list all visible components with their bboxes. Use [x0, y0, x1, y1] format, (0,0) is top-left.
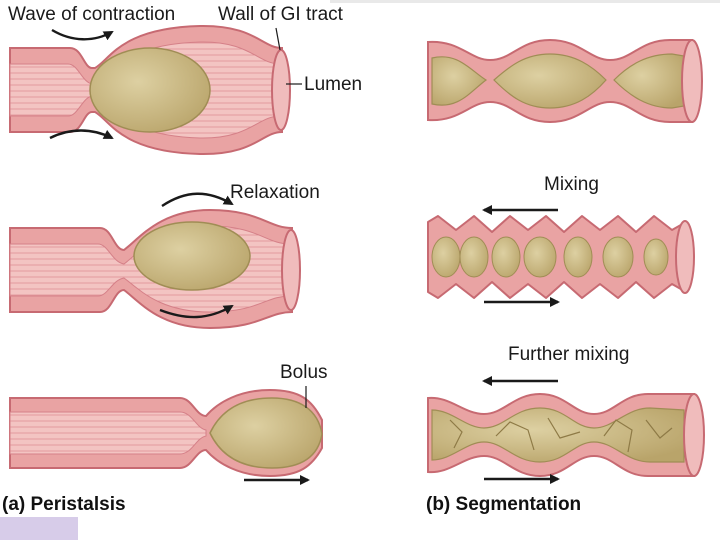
seg-2-bolus-3: [491, 236, 521, 278]
corner-patch: [0, 517, 78, 540]
tube-3-bolus: [209, 397, 323, 469]
seg-2-bolus-1: [431, 236, 461, 278]
seg-3-opening: [683, 393, 705, 477]
top-edge-strip: [330, 0, 720, 3]
tube-1-opening: [271, 49, 291, 131]
seg-3-cracks: [449, 417, 673, 453]
peristalsis-tube-1: [9, 24, 291, 156]
tube-2-opening: [281, 229, 301, 311]
label-further-mixing: Further mixing: [508, 344, 630, 365]
leader-lines: [275, 27, 307, 408]
arrow-wave-bottom: [49, 129, 114, 140]
label-relaxation: Relaxation: [230, 182, 320, 203]
label-lumen: Lumen: [304, 74, 363, 95]
peristalsis-tube-3: [9, 388, 323, 478]
peristalsis-tube-2: [9, 208, 301, 330]
segmentation-tube-1: [427, 38, 703, 124]
label-wall-of-gi-tract: Wall of GI tract: [218, 4, 343, 25]
seg-1-bolus-b: [493, 53, 607, 109]
arrow-relax-top: [161, 192, 234, 207]
arrows: [49, 28, 560, 485]
seg-2-bolus-2: [459, 236, 489, 278]
seg-2-opening: [675, 220, 695, 294]
seg-2-bolus-6: [602, 236, 634, 278]
seg-1-opening: [681, 39, 703, 123]
segmentation-tube-3: [427, 392, 705, 478]
tube-1-bolus: [89, 47, 211, 133]
caption-peristalsis: (a) Peristalsis: [2, 494, 126, 515]
arrow-wave-top: [51, 28, 114, 41]
seg-2-bolus-7: [643, 238, 669, 276]
label-wave-of-contraction: Wave of contraction: [8, 4, 176, 25]
segmentation-tube-2: [427, 215, 695, 299]
leader-wall: [275, 27, 281, 51]
seg-1-bolus-a: [431, 56, 488, 106]
tube-2-bolus: [133, 221, 251, 291]
seg-2-bolus-5: [563, 236, 593, 278]
caption-segmentation: (b) Segmentation: [426, 494, 582, 515]
label-mixing: Mixing: [544, 174, 599, 195]
arrow-relax-bottom: [159, 304, 234, 319]
label-bolus: Bolus: [280, 362, 328, 383]
tube-3-lumen: [9, 411, 207, 455]
seg-2-bolus-4: [523, 236, 557, 278]
